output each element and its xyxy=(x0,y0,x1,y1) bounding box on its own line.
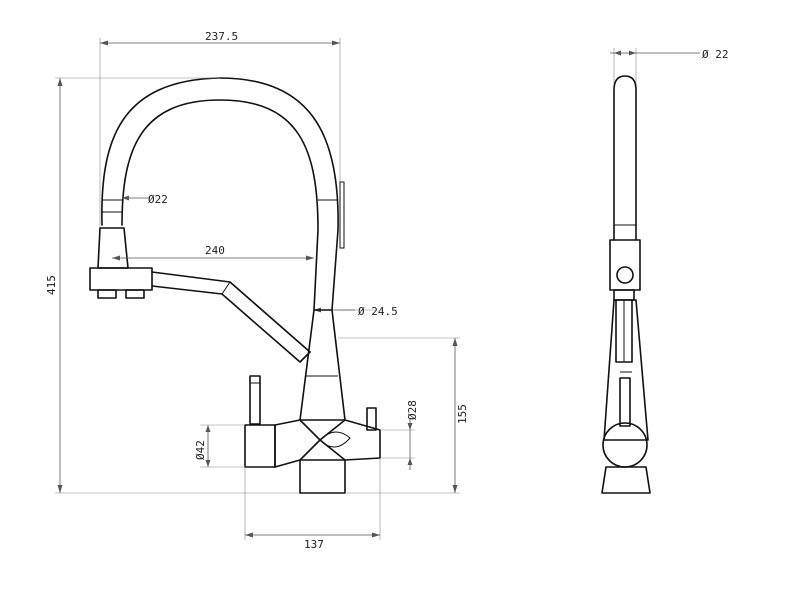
left-lever-handle xyxy=(249,375,261,425)
side-handle-knob xyxy=(602,422,648,468)
label-left-diameter: Ø42 xyxy=(194,440,207,460)
label-hose-diameter: Ø22 xyxy=(148,193,168,206)
label-total-height: 415 xyxy=(45,275,58,295)
side-view: Ø 22 xyxy=(601,48,729,494)
dimension-total-height: 415 xyxy=(45,77,300,494)
dimension-body-height: 155 xyxy=(338,337,469,494)
spout-arch xyxy=(101,77,345,311)
label-neck-diameter: Ø 24.5 xyxy=(358,305,398,318)
side-filter-spout xyxy=(615,299,633,363)
dimension-nozzle-reach: 240 xyxy=(112,244,314,261)
side-hose xyxy=(613,75,637,241)
label-base-width: 137 xyxy=(304,538,324,551)
side-base xyxy=(601,466,651,494)
dimension-left-diameter: Ø42 xyxy=(194,424,245,468)
dimension-neck-diameter: Ø 24.5 xyxy=(314,305,398,318)
front-view: 237.5 Ø22 240 xyxy=(45,30,469,551)
label-side-diameter: Ø 22 xyxy=(702,48,729,61)
side-nozzle xyxy=(609,239,641,301)
label-spout-reach: 237.5 xyxy=(205,30,238,43)
spray-nozzle xyxy=(89,227,153,299)
dimension-side-diameter: Ø 22 xyxy=(610,48,729,90)
label-nozzle-reach: 240 xyxy=(205,244,225,257)
dimension-handle-diameter: Ø28 xyxy=(380,400,419,470)
filter-spout xyxy=(151,271,311,363)
cross-body xyxy=(244,419,381,468)
dimension-spout-reach: 237.5 xyxy=(99,30,341,235)
label-body-height: 155 xyxy=(456,404,469,424)
side-body xyxy=(603,299,649,441)
right-lever-handle xyxy=(366,407,377,431)
mixer-body xyxy=(299,309,346,494)
label-handle-diameter: Ø28 xyxy=(406,400,419,420)
dimension-hose-diameter: Ø22 xyxy=(122,193,168,206)
dimension-base-width: 137 xyxy=(244,458,381,551)
